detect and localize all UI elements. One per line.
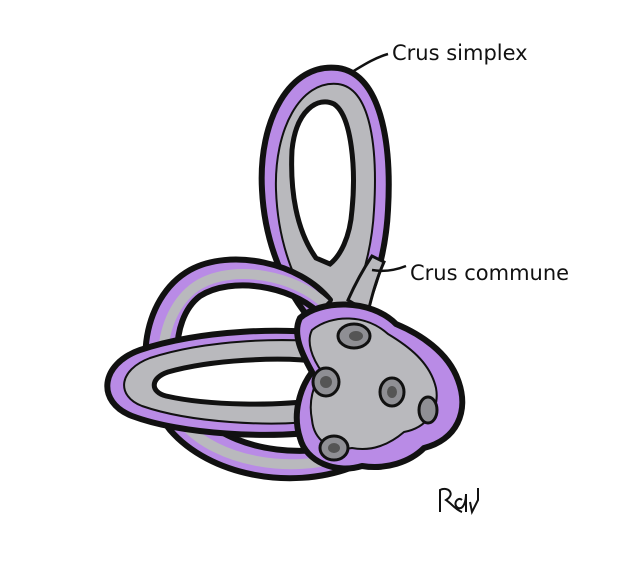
lateral-semicircular-canal [104, 327, 343, 438]
vertical-semicircular-canal [258, 64, 392, 333]
vestibule [293, 301, 466, 472]
crus-simplex-leader-line [351, 52, 389, 74]
artist-signature [439, 488, 479, 516]
crus-simplex-label: Crus simplex [392, 41, 528, 65]
crus-commune-label: Crus commune [410, 261, 569, 285]
crus-commune-leader-line [371, 264, 407, 273]
